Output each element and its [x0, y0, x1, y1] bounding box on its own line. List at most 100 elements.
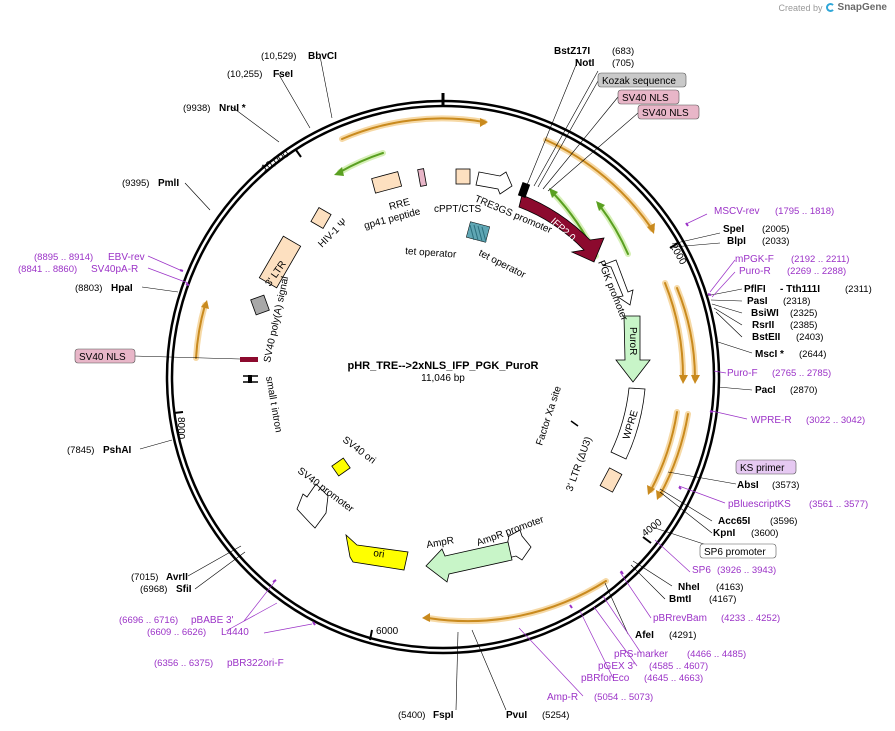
primer-sp6[interactable]: SP6 [692, 565, 711, 576]
primer-pos-pbr322ori-f: (6356 .. 6375) [154, 658, 213, 669]
plasmid-size: 11,046 bp [421, 373, 465, 384]
callout-sp6-promoter[interactable]: SP6 promoter [699, 543, 777, 559]
enzyme-pos-tth111i: (2311) [845, 284, 872, 295]
enzyme-spei[interactable]: SpeI [723, 224, 744, 235]
primer-pbrrevbam[interactable]: pBRrevBam [653, 613, 707, 624]
enzyme-bbvci[interactable]: BbvCI [308, 51, 337, 62]
enzyme-nhei[interactable]: NheI [678, 582, 700, 593]
primer-pos-prs-marker: (4466 .. 4485) [687, 649, 746, 660]
enzyme-pshai[interactable]: PshAI [103, 445, 132, 456]
tick-label-10000: 10,000 [260, 148, 292, 174]
enzyme-pasi[interactable]: PasI [747, 296, 768, 307]
enzyme-paci[interactable]: PacI [755, 385, 776, 396]
label-sv40-polya-signal: SV40 poly(A) signal [262, 275, 291, 363]
feature-sv40-ori[interactable] [331, 457, 351, 477]
primer-pos-ebv-rev: (8895 .. 8914) [34, 252, 93, 263]
callout-kozak-sequence[interactable]: Kozak sequence [597, 72, 687, 88]
callout-sv40-nls-2[interactable]: SV40 NLS [637, 104, 700, 120]
enzyme-pos-paci: (2870) [790, 385, 817, 396]
primer-prs-marker[interactable]: pRS-marker [614, 649, 669, 660]
enzyme-bsteii[interactable]: BstEII [752, 332, 781, 343]
tick-6000 [369, 629, 373, 641]
primer-amp-r[interactable]: Amp-R [547, 692, 578, 703]
enzyme-noti[interactable]: NotI [575, 58, 595, 69]
enzyme-pos-rsrii: (2385) [790, 320, 817, 331]
enzyme-pos-kpni: (3600) [751, 528, 778, 539]
enzyme-hpai[interactable]: HpaI [111, 283, 133, 294]
enzyme-bstz17i[interactable]: BstZ17I [554, 46, 590, 57]
primer-pos-amp-r: (5054 .. 5073) [594, 692, 653, 703]
primer-pbrforeco[interactable]: pBRforEco [581, 673, 630, 684]
primer-leader-lines [147, 213, 748, 697]
primer-pbr322ori-f[interactable]: pBR322ori-F [227, 658, 284, 669]
enzyme-msci[interactable]: MscI * [755, 349, 784, 360]
enzyme-tth111i[interactable]: - Tth111I [780, 284, 820, 295]
feature-gp41-peptide[interactable] [417, 168, 427, 187]
enzyme-nrui[interactable]: NruI * [219, 103, 246, 114]
enzyme-pmli[interactable]: PmlI [158, 178, 179, 189]
label-tet-operator-2: tet operator [477, 248, 528, 281]
primer-puro-f[interactable]: Puro-F [727, 368, 758, 379]
enzyme-kpni[interactable]: KpnI [713, 528, 735, 539]
primer-puro-r[interactable]: Puro-R [739, 266, 771, 277]
enzyme-pflfi[interactable]: PflFI [744, 284, 766, 295]
orange-arc-top [339, 115, 488, 142]
primer-pbluescriptks[interactable]: pBluescriptKS [728, 499, 791, 510]
boxed-labels: Kozak sequence SV40 NLS SV40 NLS KS prim… [74, 72, 797, 559]
enzyme-bsiwi[interactable]: BsiWI [751, 308, 779, 319]
callout-sv40-nls-3[interactable]: SV40 NLS [74, 348, 136, 364]
feature-tet-operators[interactable] [465, 221, 491, 243]
feature-puror[interactable]: PuroR [615, 315, 651, 383]
feature-rre[interactable] [371, 171, 403, 194]
enzyme-blpi[interactable]: BlpI [727, 236, 746, 247]
feature-wpre[interactable]: WPRE [610, 387, 646, 460]
feature-small-t-intron[interactable] [243, 375, 258, 383]
enzyme-pos-bsteii: (2403) [796, 332, 823, 343]
enzyme-fsei[interactable]: FseI [273, 69, 293, 80]
feature-3ltr-right[interactable] [599, 467, 623, 493]
primer-pgex3[interactable]: pGEX 3' [598, 661, 635, 672]
feature-hiv1-psi[interactable] [310, 207, 332, 229]
feature-tre3gs-promoter[interactable] [475, 171, 513, 195]
callout-label-sv40-nls-2: SV40 NLS [642, 108, 689, 119]
primer-pos-mscv-rev: (1795 .. 1818) [775, 206, 834, 217]
orange-arc-right-5 [656, 411, 691, 500]
feature-ampr[interactable] [425, 541, 513, 583]
primer-ticks [179, 222, 714, 626]
feature-sv40-polya-signal[interactable] [250, 294, 270, 316]
enzyme-pos-msci: (2644) [799, 349, 826, 360]
tick-label-8000: 8000 [175, 417, 186, 440]
feature-pgk-promoter[interactable] [601, 259, 634, 306]
primer-mscv-rev[interactable]: MSCV-rev [714, 206, 760, 217]
feature-3ltr-left[interactable] [258, 235, 302, 289]
enzyme-afei[interactable]: AfeI [635, 630, 654, 641]
primer-mpgk-f[interactable]: mPGK-F [735, 254, 774, 265]
enzyme-pos-afei: (4291) [669, 630, 696, 641]
orange-arc-left [193, 300, 209, 361]
enzyme-bmti[interactable]: BmtI [669, 594, 691, 605]
feature-ori[interactable]: ori [345, 533, 409, 571]
primer-pos-sp6: (3926 .. 3943) [717, 565, 776, 576]
primer-sv40pa-r[interactable]: SV40pA-R [91, 264, 138, 275]
primer-ebv-rev[interactable]: EBV-rev [108, 252, 145, 263]
callout-ks-primer[interactable]: KS primer [735, 459, 797, 475]
callout-sv40-nls-1[interactable]: SV40 NLS [617, 89, 680, 105]
primer-pbabe3[interactable]: pBABE 3' [191, 615, 234, 626]
enzyme-pos-avrii: (7015) [131, 572, 158, 583]
label-rre: RRE [388, 197, 412, 213]
primer-wpre-r[interactable]: WPRE-R [751, 415, 792, 426]
callout-label-kozak: Kozak sequence [602, 76, 676, 87]
enzyme-acc65i[interactable]: Acc65I [718, 516, 750, 527]
feature-sv40-promoter[interactable] [296, 483, 329, 529]
callout-label-sp6-promoter: SP6 promoter [704, 547, 766, 558]
enzyme-sfii[interactable]: SfiI [176, 584, 192, 595]
feature-cppt-cts[interactable] [455, 168, 471, 185]
tick-8000 [173, 411, 184, 414]
enzyme-absi[interactable]: AbsI [737, 480, 759, 491]
enzyme-avrii[interactable]: AvrII [166, 572, 188, 583]
enzyme-rsrii[interactable]: RsrII [752, 320, 774, 331]
label-cppt-cts: cPPT/CTS [434, 204, 482, 215]
enzyme-pvui[interactable]: PvuI [506, 710, 527, 721]
enzyme-fspi[interactable]: FspI [433, 710, 454, 721]
primer-l4440[interactable]: L4440 [221, 627, 249, 638]
